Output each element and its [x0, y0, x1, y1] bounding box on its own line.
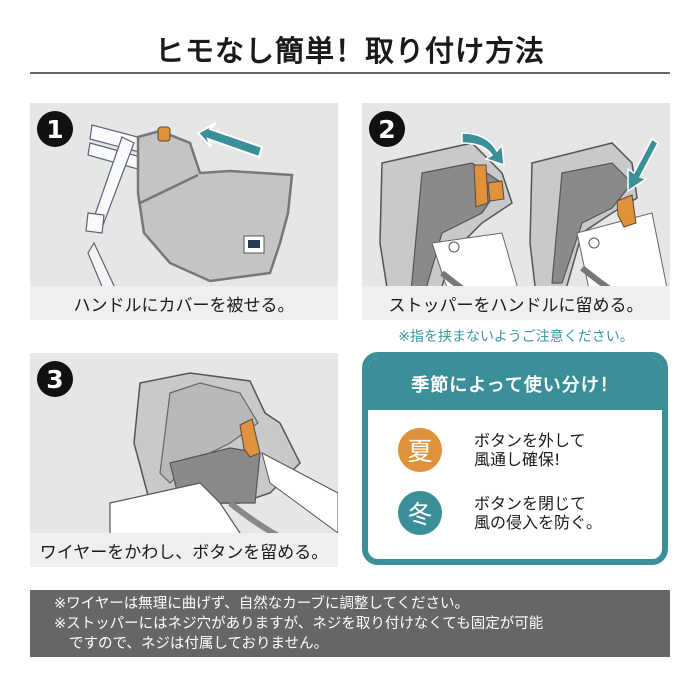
summer-description: ボタンを外して 風通し確保!	[474, 431, 586, 469]
summer-line-1: ボタンを外して	[474, 431, 586, 450]
step-number-badge: 2	[369, 111, 405, 147]
arrow-down-icon	[627, 137, 659, 193]
caption-band: ハンドルにカバーを被せる。	[30, 286, 338, 320]
step-number-badge: 3	[37, 361, 73, 397]
winter-description: ボタンを閉じて 風の侵入を防ぐ。	[474, 494, 602, 532]
step-caption: ハンドルにカバーを被せる。	[73, 295, 295, 316]
step-2-panel: 2 ストッパーをハンドルに留める。	[362, 103, 670, 320]
footer-note-1: ※ワイヤーは無理に曲げず、自然なカーブに調整してください。	[54, 596, 469, 612]
step-1-panel: 1 ハンドルにカバーを被せる。	[30, 103, 338, 320]
season-box-title: 季節によって使い分け！	[368, 358, 662, 410]
finger-caution-note: ※指を挟まないようご注意ください。	[398, 329, 634, 345]
step-1-illustration	[85, 122, 294, 320]
step-caption: ストッパーをハンドルに留める。	[388, 295, 644, 316]
step-caption: ワイヤーをかわし、ボタンを留める。	[39, 542, 329, 563]
summer-line-2: 風通し確保!	[474, 450, 561, 469]
footer-note-2-cont: ですので、ネジは付属しておりません。	[69, 636, 329, 652]
season-row-summer: 夏 ボタンを外して 風通し確保!	[398, 428, 586, 472]
footer-note-2: ※ストッパーにはネジ穴がありますが、ネジを取り付けなくても固定が可能	[54, 616, 544, 632]
step-3-panel: 3 ワイヤーをかわし、ボタンを留める。	[30, 353, 338, 567]
step-number-badge: 1	[37, 111, 73, 147]
summer-badge: 夏	[398, 428, 442, 472]
caption-band: ワイヤーをかわし、ボタンを留める。	[30, 533, 338, 567]
caption-band: ストッパーをハンドルに留める。	[362, 286, 670, 320]
arrow-left-icon	[196, 122, 264, 159]
winter-line-1: ボタンを閉じて	[474, 494, 587, 513]
page-title: ヒモなし簡単！取り付け方法	[154, 34, 545, 68]
season-row-winter: 冬 ボタンを閉じて 風の侵入を防ぐ。	[398, 491, 602, 535]
winter-badge: 冬	[398, 491, 442, 535]
title-divider	[30, 72, 670, 74]
arrow-curve-icon	[461, 132, 505, 167]
footer-notes: ※ワイヤーは無理に曲げず、自然なカーブに調整してください。 ※ストッパーにはネジ…	[30, 590, 670, 657]
winter-line-2: 風の侵入を防ぐ。	[474, 513, 603, 532]
season-usage-box: 季節によって使い分け！ 夏 ボタンを外して 風通し確保! 冬 ボタンを閉じて 風…	[362, 352, 668, 565]
